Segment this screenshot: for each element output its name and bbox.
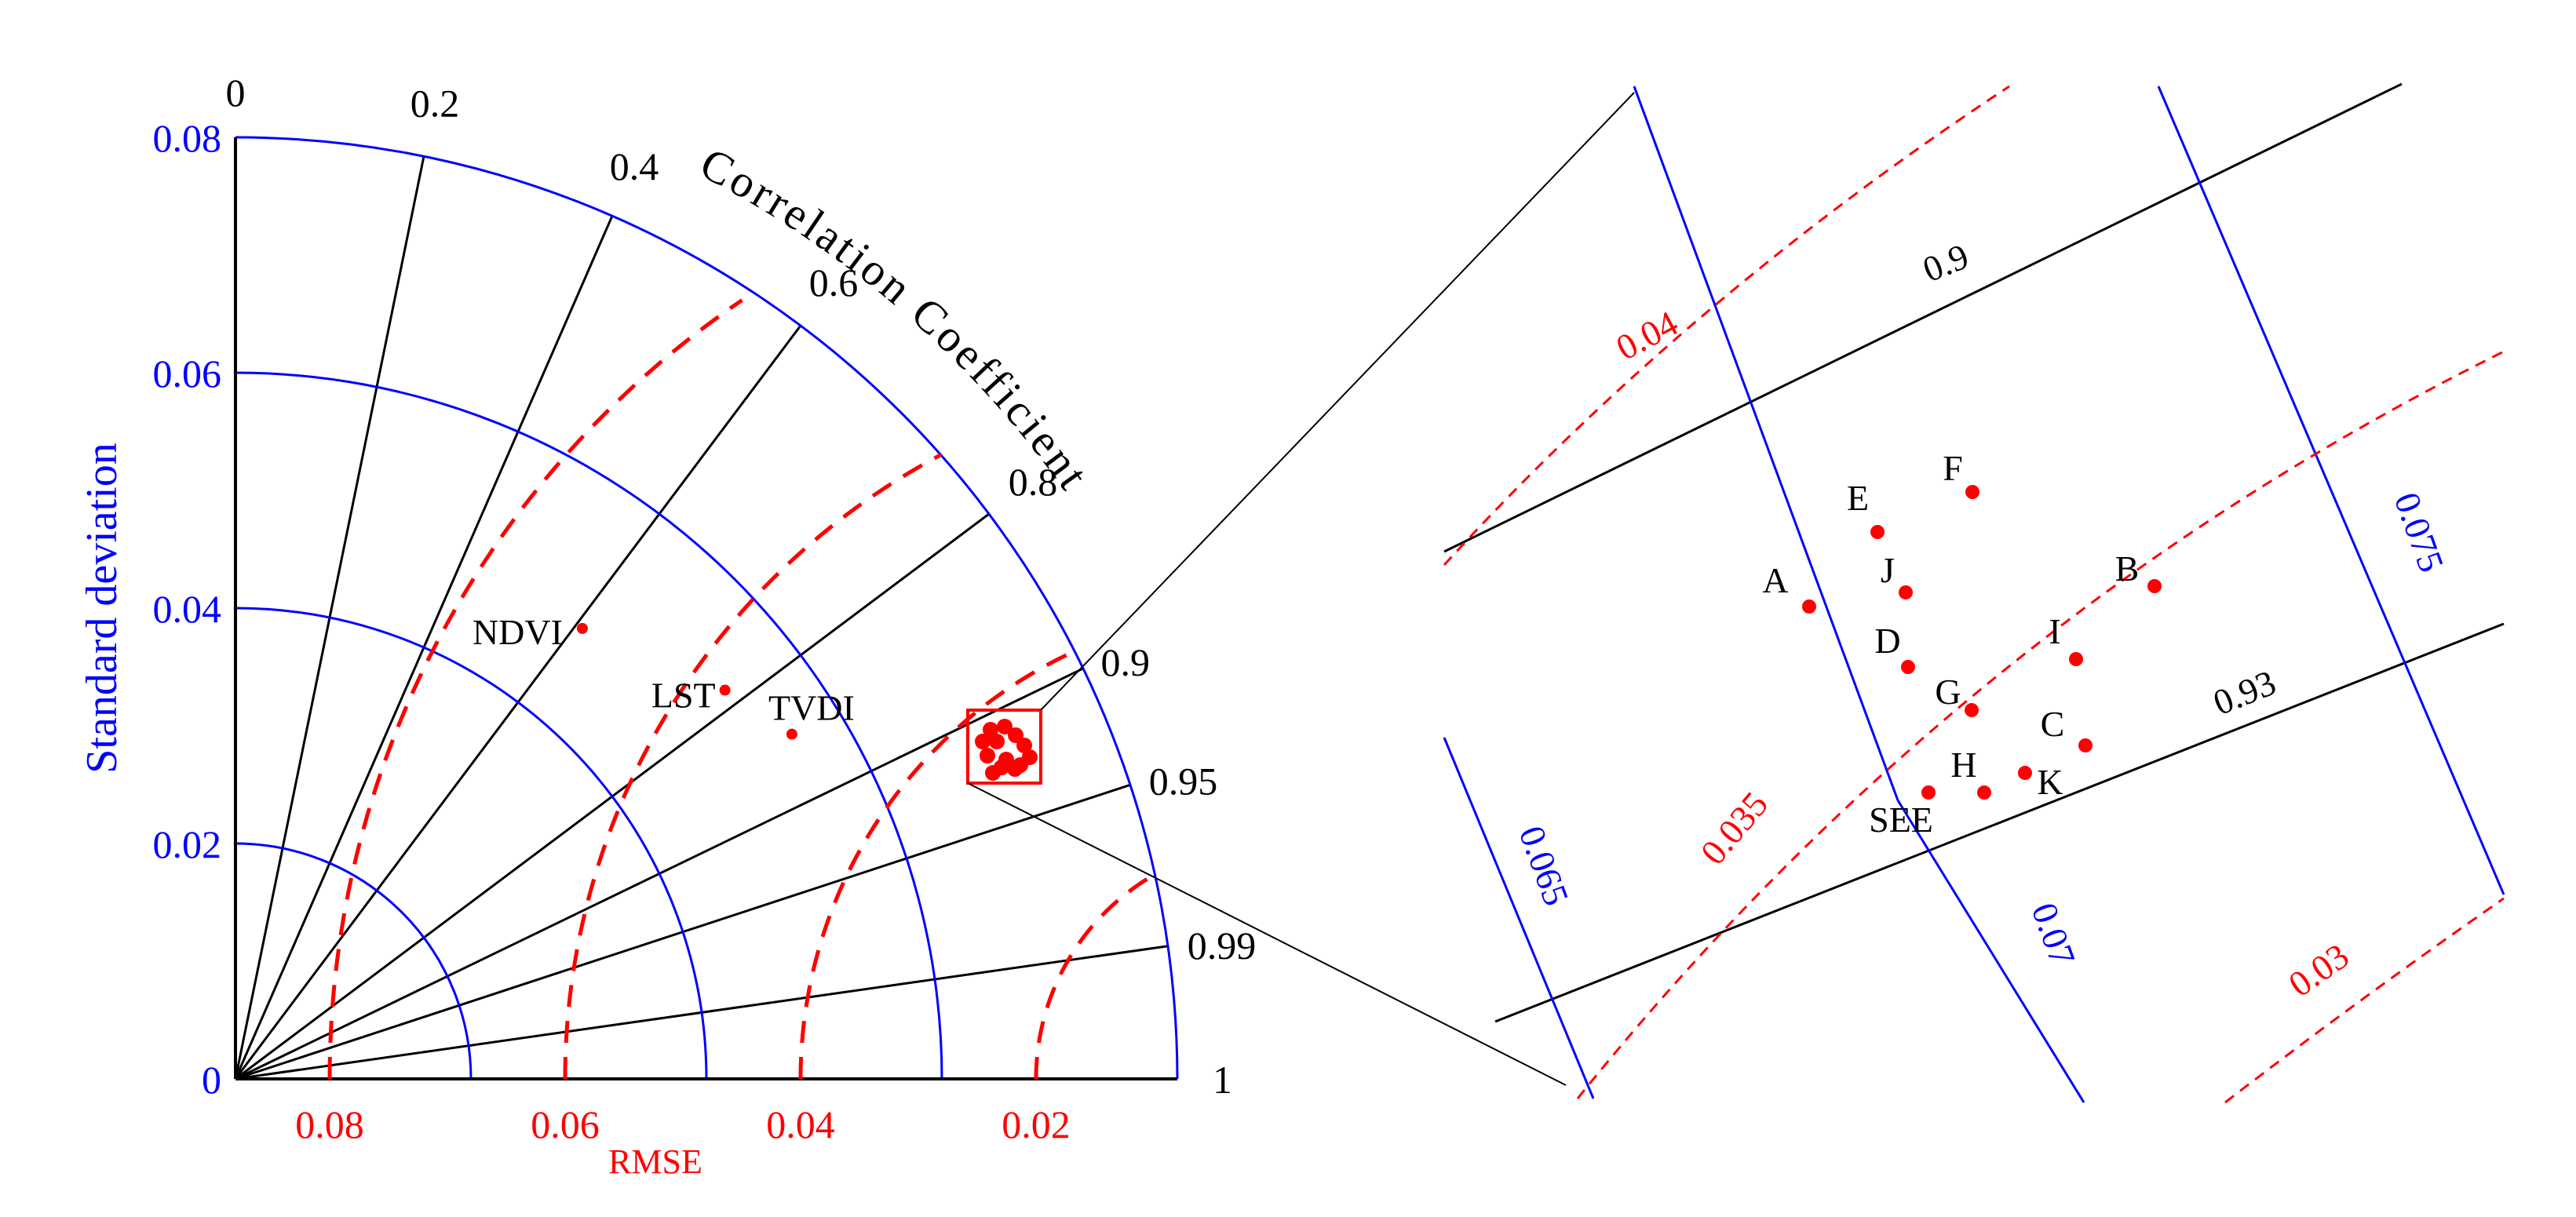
data-point-label: LST: [651, 676, 716, 716]
zoom-rmse-arc: [1443, 85, 2010, 567]
y-axis-label: Standard deviation: [78, 443, 126, 773]
zoom-correlation-line: [1494, 622, 2505, 1023]
zoom-std-label: 0.075: [2387, 487, 2452, 578]
zoom-correlation-label: 0.93: [2208, 662, 2282, 723]
zoom-data-point: [1977, 785, 1991, 800]
rmse-arc: [563, 453, 943, 1080]
zoom-data-point: [1899, 585, 1913, 599]
zoom-data-point-label: D: [1874, 621, 1900, 661]
zoom-data-point-label: K: [2037, 762, 2063, 802]
correlation-tick-label: 0: [226, 71, 246, 115]
std-arc: [235, 371, 943, 1080]
correlation-tick-label: 0.2: [410, 82, 460, 126]
zoom-data-point: [1802, 599, 1816, 614]
rmse-tick-label: 0.08: [295, 1102, 364, 1146]
zoom-data-point: [2069, 652, 2083, 666]
zoom-data-point-label: E: [1847, 478, 1869, 518]
zoom-data-point-label: B: [2115, 548, 2140, 588]
correlation-tick-label: 0.9: [1101, 640, 1151, 684]
zoom-data-point: [2147, 579, 2162, 593]
rmse-arc: [327, 298, 743, 1080]
rmse-tick-label: 0.04: [766, 1102, 835, 1146]
data-point: [786, 728, 797, 740]
zoom-data-point-label: C: [2041, 704, 2065, 744]
std-arc: [235, 136, 1179, 1080]
std-tick-label: 0.04: [153, 587, 222, 631]
rmse-tick-label: 0.02: [1002, 1102, 1071, 1146]
std-arc: [235, 607, 708, 1080]
zoom-std-label: 0.07: [2024, 898, 2083, 971]
cluster-point: [980, 748, 995, 763]
zoom-std-line: [1633, 86, 1899, 801]
zoom-data-point-label: G: [1935, 672, 1961, 712]
correlation-tick-label: 0.8: [1009, 460, 1058, 504]
zoom-rmse-label: 0.03: [2281, 935, 2355, 1004]
cluster-point: [983, 722, 998, 738]
zoom-correlation-line: [1443, 82, 2403, 553]
std-tick-label: 0.02: [153, 822, 222, 866]
cluster-point: [989, 734, 1005, 749]
zoom-std-label: 0.065: [1512, 821, 1577, 911]
cluster-point: [997, 719, 1013, 734]
zoom-data-point: [1921, 785, 1936, 800]
correlation-tick-label: 0.6: [809, 261, 859, 304]
std-tick-label: 0: [202, 1058, 221, 1102]
cluster-point: [975, 734, 991, 749]
rmse-tick-label: 0.06: [531, 1102, 600, 1146]
zoom-rmse-arc: [1576, 350, 2505, 1099]
zoom-correlation-label: 0.9: [1917, 235, 1974, 290]
zoom-std-line: [1896, 800, 2085, 1103]
data-point-label: NDVI: [473, 612, 563, 652]
zoom-data-point: [1901, 660, 1915, 674]
data-point-label: TVDI: [768, 688, 855, 728]
cluster-point: [1013, 757, 1028, 773]
zoom-data-point-label: SEE: [1869, 800, 1933, 840]
correlation-axis-label-text: Correlation Coefficient: [692, 137, 1097, 501]
correlation-tick-label: 0.99: [1188, 924, 1257, 967]
zoom-data-point-label: H: [1950, 745, 1976, 785]
zoom-data-point: [2018, 766, 2032, 780]
zoom-connector-top: [1040, 92, 1635, 711]
correlation-tick-label: 1: [1213, 1058, 1232, 1102]
zoom-box: [966, 709, 1042, 785]
zoom-rmse-label: 0.035: [1693, 784, 1776, 872]
zoom-connector-bottom: [967, 782, 1567, 1086]
rmse-arc: [1034, 873, 1156, 1080]
data-point: [719, 684, 731, 696]
zoom-data-point: [1965, 485, 1979, 499]
zoom-data-point-label: J: [1881, 550, 1895, 590]
rmse-arc: [798, 650, 1072, 1080]
correlation-axis-label: Correlation Coefficient: [692, 137, 1100, 501]
correlation-tick-label: 0.4: [610, 144, 659, 188]
zoom-connector-lines: [967, 92, 1635, 1086]
zoom-data-point-label: A: [1762, 560, 1788, 600]
x-axis-label: RMSE: [608, 1142, 702, 1181]
cluster-point: [1016, 738, 1032, 753]
std-tick-label: 0.06: [153, 352, 222, 395]
zoom-data-point: [1870, 525, 1885, 539]
zoom-std-line: [1443, 737, 1595, 1099]
correlation-tick-label: 0.95: [1149, 759, 1218, 803]
zoom-data-point: [1965, 703, 1979, 717]
taylor-zoom-panel: 0.9 0.93 0.065 0.07 0.075 0.04 0.035 0.03 A B C D E F…: [1443, 82, 2505, 1104]
zoom-data-point-label: I: [2049, 611, 2060, 651]
std-arc: [235, 842, 473, 1080]
zoom-data-point-label: F: [1943, 448, 1963, 488]
data-point: [576, 622, 588, 634]
cluster-point: [985, 765, 1001, 781]
zoom-data-point: [2078, 738, 2093, 752]
zoom-std-line: [2157, 86, 2505, 895]
std-tick-label: 0.08: [153, 116, 222, 160]
zoom-rmse-arc: [2224, 897, 2505, 1104]
zoom-rmse-label: 0.04: [1610, 303, 1684, 368]
